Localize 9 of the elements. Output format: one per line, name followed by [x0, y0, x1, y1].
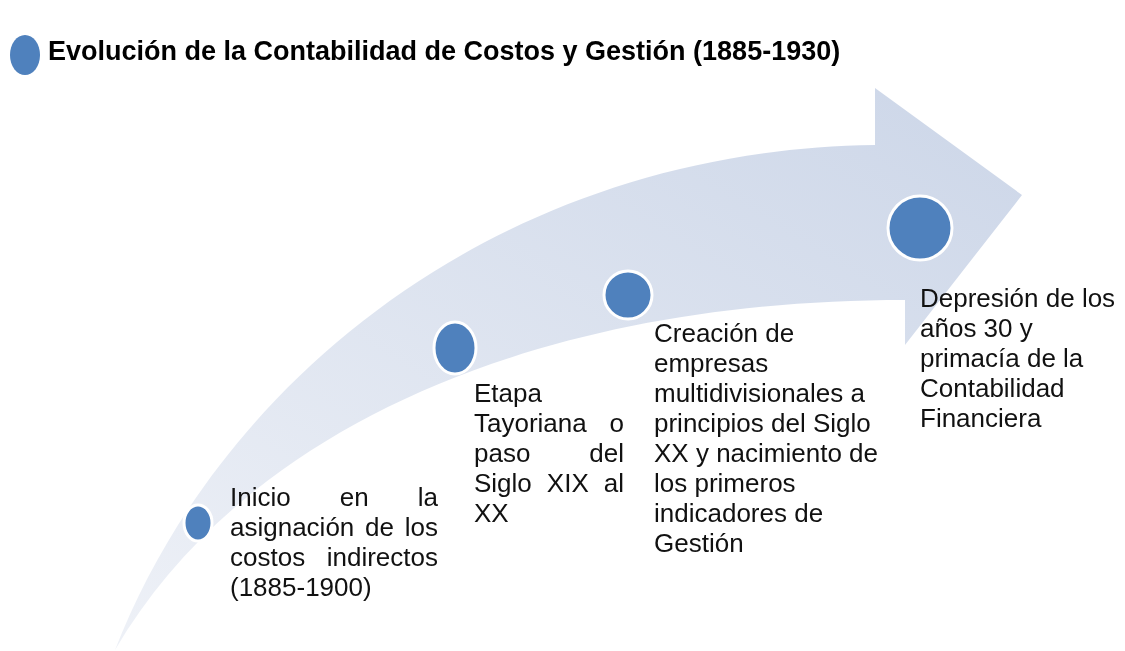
milestone-circle: [181, 502, 215, 544]
milestone-text: Depresión de los años 30 y primacía de la Contabilidad Financiera: [920, 283, 1117, 433]
milestone-circle: [885, 193, 955, 263]
milestone-circle: [601, 268, 655, 322]
milestone-text: Creación de empresas multidivisionales a principios del Siglo XX y nacimiento de los primeros indicadores de Gestión: [654, 318, 879, 558]
milestone-text: Etapa Tayoriana o paso del Siglo XIX al XX: [474, 378, 624, 528]
title: Evolución de la Contabilidad de Costos y Gestión (1885-1930): [48, 36, 841, 67]
milestone-circle: [431, 319, 479, 377]
milestone-text: Inicio en la asignación de los costos indirectos (1885-1900): [230, 482, 438, 602]
